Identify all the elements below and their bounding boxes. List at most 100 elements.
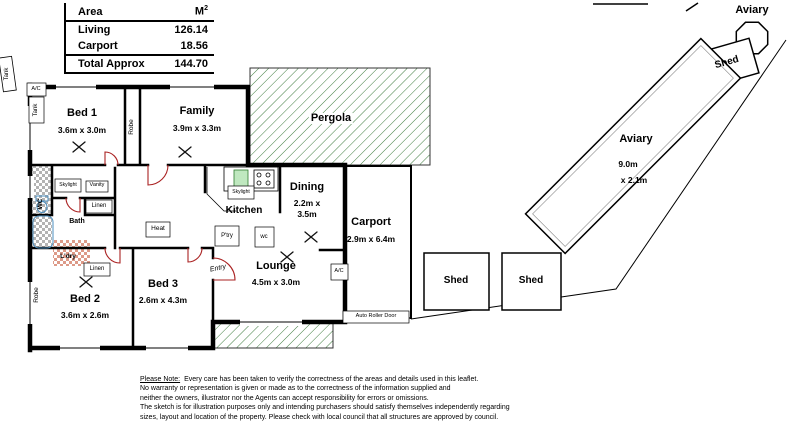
label-wc-small: wc (260, 234, 268, 240)
disclaimer-note-label: Please Note: (140, 376, 181, 383)
area-table-body: Living 126.14 Carport 18.56 (66, 22, 214, 56)
toilet-bowl (36, 201, 48, 213)
window-bed2-left (26, 282, 34, 324)
dims-aviary-long-2: x 2.1m (620, 175, 648, 185)
linen-lower-box (83, 262, 111, 277)
x-marker-dining (304, 231, 318, 243)
ac-rear-box (330, 263, 349, 281)
label-heat: Heat (151, 225, 165, 232)
tank-inner-box (28, 96, 45, 124)
kitchen-sink (233, 169, 249, 189)
wc-floor-tiles (31, 164, 52, 248)
disclaimer: Please Note:Every care has been taken to… (140, 375, 510, 422)
area-row-living: Living 126.14 (78, 23, 208, 36)
area-table-unit: M2 (194, 5, 208, 18)
label-laundry: L'dry (60, 253, 76, 260)
label-shed-left: Shed (443, 275, 469, 286)
door-arc-hall (147, 164, 169, 186)
tank-outer-box (0, 55, 17, 93)
room-x-markers (72, 141, 318, 288)
shed-left-outline (423, 252, 490, 311)
laundry-floor-tiles (53, 240, 90, 266)
window-bed1-top (56, 83, 96, 91)
area-table: Area M2 Living 126.14 Carport 18.56 Tota… (64, 3, 214, 74)
window-bed3-bottom (146, 344, 188, 352)
disclaimer-line-2: No warranty or representation is given o… (140, 385, 451, 393)
room-dims-carport: 2.9m x 6.4m (346, 234, 396, 244)
label-wc: WC (36, 198, 44, 210)
label-linen-lower: Linen (89, 266, 105, 272)
disclaimer-line-5: sizes, layout and location of the proper… (140, 413, 499, 421)
room-dims-bed3: 2.6m x 4.3m (138, 295, 188, 305)
x-marker-bed1 (72, 141, 86, 153)
window-wc-left (26, 176, 34, 198)
area-row-total: Total Approx 144.70 (66, 56, 214, 74)
room-dims-bed1: 3.6m x 3.0m (57, 125, 107, 135)
room-dims-dining-2: 3.5m (297, 209, 317, 219)
room-label-kitchen: Kitchen (225, 205, 263, 216)
door-arc-bed3 (187, 247, 203, 263)
disclaimer-line-1: Please Note:Every care has been taken to… (140, 376, 479, 383)
room-label-bed1: Bed 1 (67, 107, 97, 119)
x-marker-lounge (280, 251, 294, 263)
label-pantry: P'try (221, 233, 233, 239)
label-linen-hall: Linen (91, 203, 107, 209)
dims-aviary-long-1: 9.0m (618, 159, 638, 169)
window-family-top (170, 83, 214, 91)
label-ac-rear: A/C (334, 268, 344, 274)
label-ac-front: A/C (31, 86, 41, 92)
wc-small-box (254, 226, 275, 248)
pantry-box (214, 225, 240, 247)
house-walls (27, 82, 412, 353)
room-dims-dining-1: 2.2m x (293, 198, 321, 208)
disclaimer-line-4: The sketch is for illustration purposes … (140, 404, 510, 412)
room-dims-family: 3.9m x 3.3m (172, 123, 222, 133)
aviary-long-outline (524, 37, 742, 255)
label-robe-bed2: Robe (32, 287, 40, 303)
room-label-lounge: Lounge (256, 260, 296, 272)
label-auto-roller-door: Auto Roller Door (355, 313, 397, 319)
area-unit-superscript: 2 (204, 5, 208, 12)
area-row-carport: Carport 18.56 (78, 39, 208, 52)
room-dims-lounge: 4.5m x 3.0m (251, 277, 301, 287)
vanity-box (85, 180, 109, 193)
label-skylight-kitchen: Skylight (232, 189, 250, 195)
bathtub (32, 215, 54, 249)
kitchen-stove (253, 169, 275, 189)
label-vanity: Vanity (89, 182, 105, 188)
area-table-header: Area M2 (66, 3, 214, 22)
label-shed-right: Shed (518, 275, 544, 286)
door-swing-arcs (65, 151, 236, 281)
label-aviary-small: Aviary (735, 4, 769, 16)
door-arc-bed1 (104, 151, 119, 166)
label-robe-bed1: Robe (127, 119, 135, 135)
door-arc-bath (65, 197, 81, 213)
room-label-pergola: Pergola (308, 112, 354, 124)
room-label-bed3: Bed 3 (148, 278, 178, 290)
label-tank-inner: Tank (33, 103, 39, 117)
room-label-carport: Carport (351, 216, 391, 228)
room-label-family: Family (179, 105, 215, 117)
skylight-bath-box (54, 178, 82, 193)
room-label-bed2: Bed 2 (70, 293, 100, 305)
label-skylight-bath: Skylight (59, 182, 77, 188)
room-dims-bed2: 3.6m x 2.6m (60, 310, 110, 320)
ac-front-box (26, 82, 47, 97)
window-lounge-bottom (240, 318, 302, 326)
roller-door-label-box (342, 310, 410, 324)
label-bath: Bath (69, 218, 85, 225)
heater-box (145, 221, 171, 238)
label-boxes (26, 82, 410, 324)
room-label-dining: Dining (289, 181, 325, 193)
door-arc-bed2 (104, 247, 121, 264)
area-table-title: Area (78, 5, 103, 18)
verandah-hatch-area (212, 321, 334, 349)
bathroom-fixtures (32, 195, 54, 249)
skylight-kitchen-box (227, 185, 255, 200)
window-bed2-bottom (60, 344, 100, 352)
x-marker-bed2 (79, 276, 93, 288)
door-arc-entry (212, 257, 236, 281)
x-marker-family (178, 146, 192, 158)
